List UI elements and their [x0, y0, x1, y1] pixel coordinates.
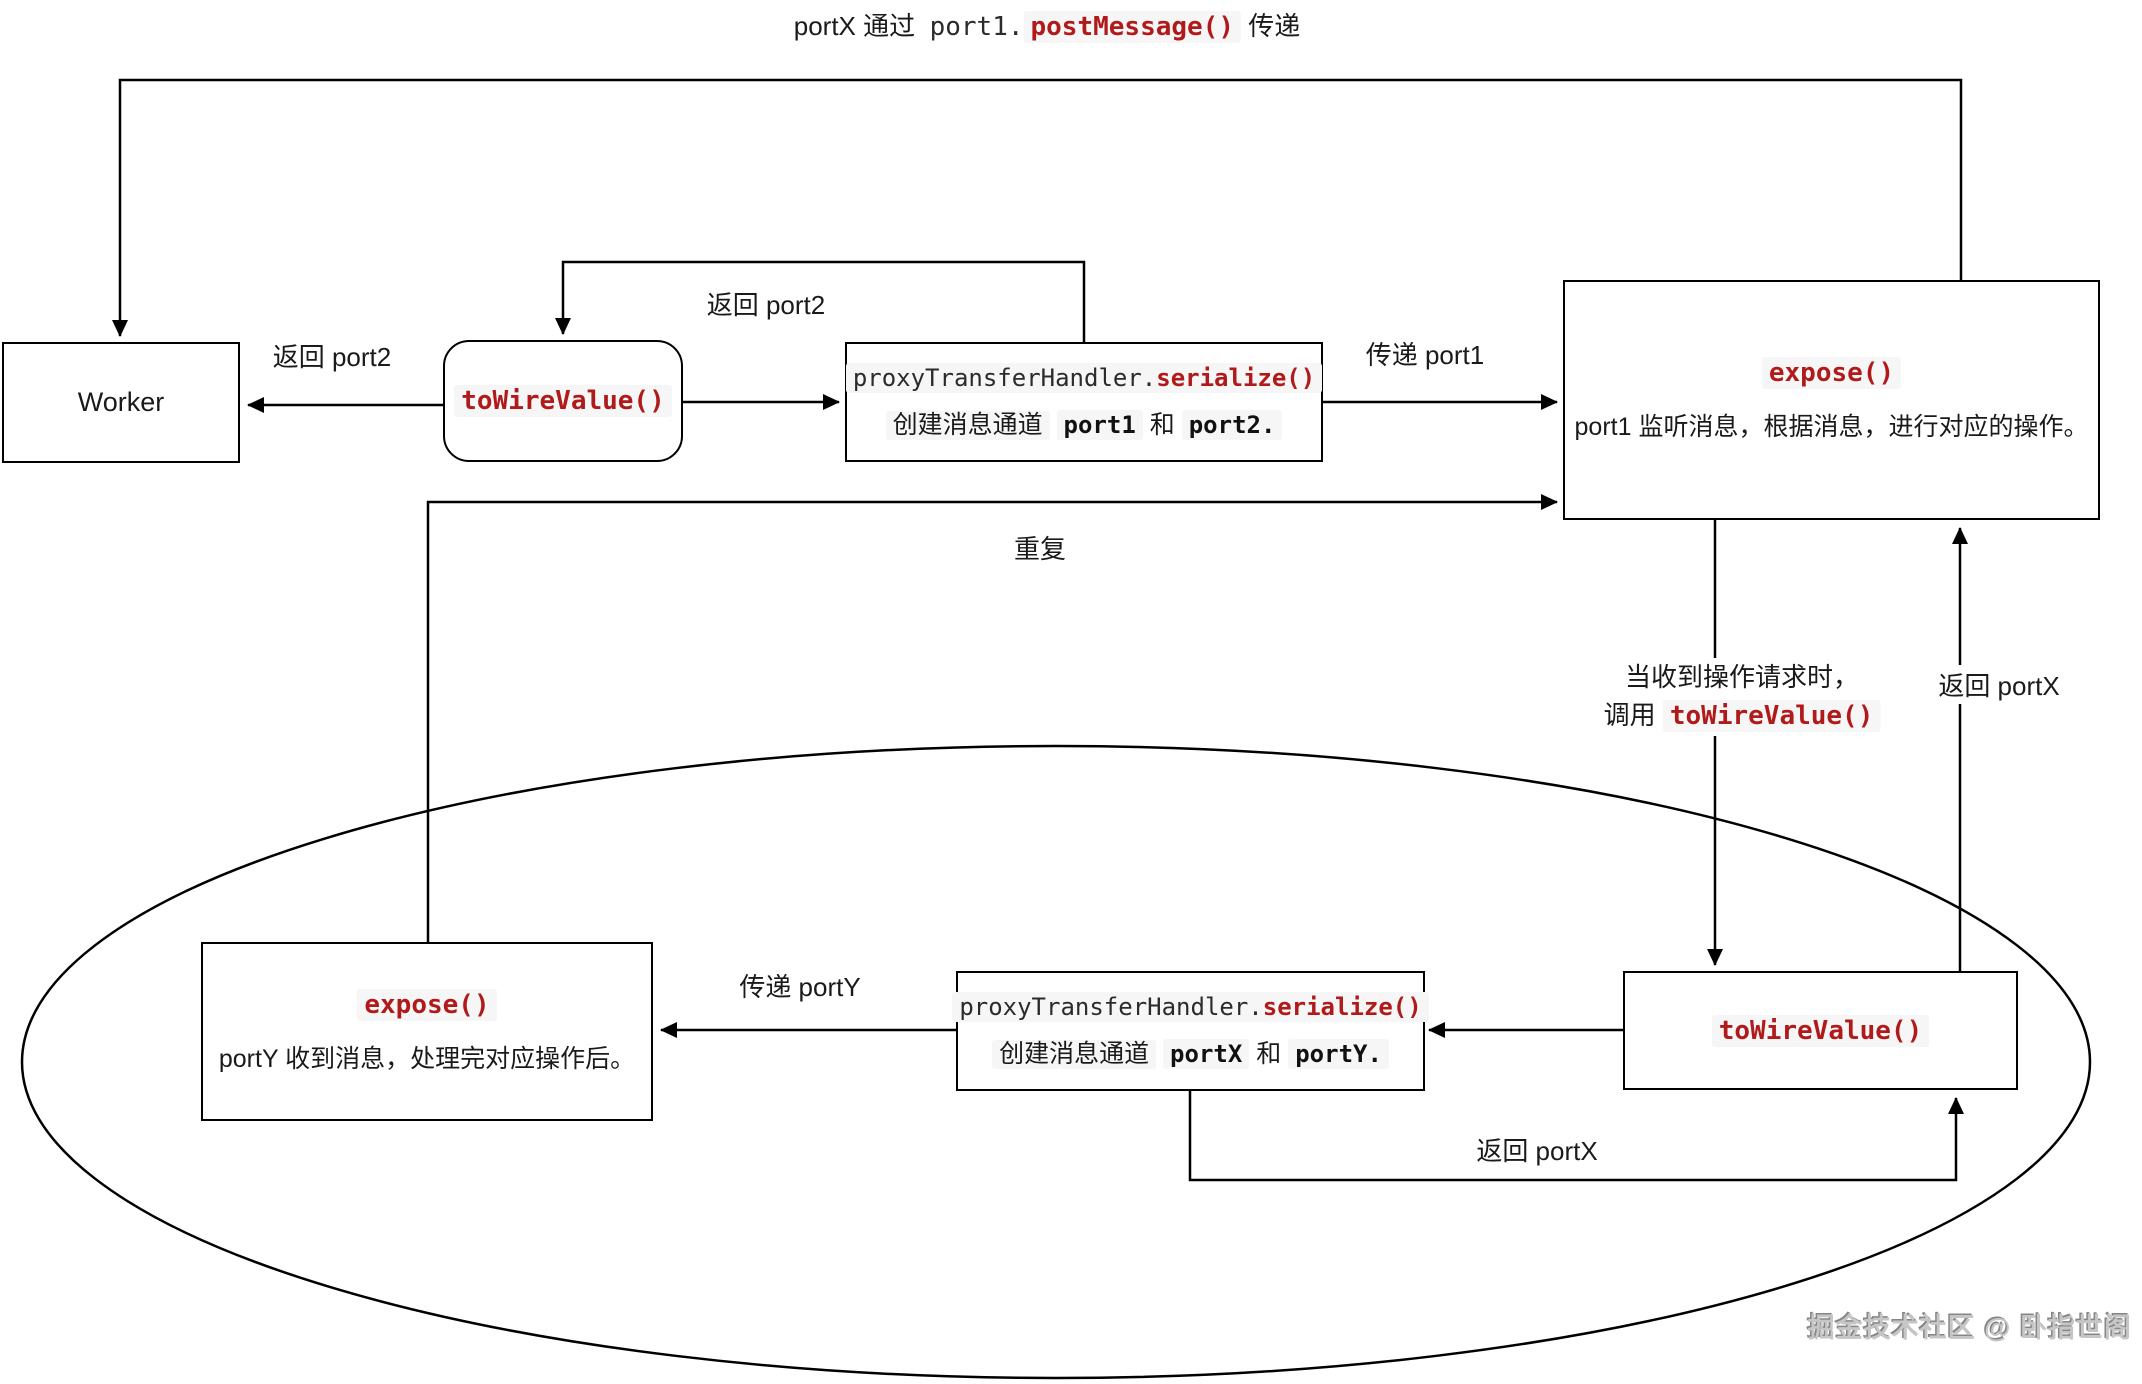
serialize-bottom-node: proxyTransferHandler.serialize() 创建消息通道 …: [952, 971, 1429, 1091]
serialize-top-title-red: serialize(): [1156, 364, 1316, 392]
expose-bottom-title: expose(): [357, 988, 497, 1021]
postmessage-flow-label: portX 通过 port1.postMessage() 传递: [785, 5, 1309, 44]
label-return-portx-bottom: 返回 portX: [1468, 1130, 1606, 1169]
label-return-port2-to-worker: 返回 port2: [264, 336, 400, 375]
serialize-top-conjunction: 和: [1149, 412, 1175, 439]
serialize-top-desc: 创建消息通道 port1 和 port2.: [885, 405, 1283, 441]
serialize-top-title-plain: proxyTransferHandler.: [852, 364, 1157, 392]
worker-node: Worker: [2, 342, 240, 463]
connector-return-port2-loop: [555, 260, 1086, 342]
serialize-bottom-conjunction: 和: [1256, 1041, 1282, 1068]
flow-label-prefix: portX 通过: [793, 11, 916, 41]
label-pass-port1: 传递 port1: [1357, 334, 1493, 373]
towirevalue-top-node: toWireValue(): [443, 340, 683, 462]
label-on-operation-request: 当收到操作请求时， 调用 toWireValue(): [1595, 658, 1889, 737]
serialize-top-node: proxyTransferHandler.serialize() 创建消息通道 …: [845, 342, 1323, 462]
towirevalue-top-title: toWireValue(): [454, 385, 672, 417]
expose-bottom-node: expose() portY 收到消息，处理完对应操作后。: [201, 942, 653, 1121]
serialize-top-title: proxyTransferHandler.serialize(): [845, 363, 1323, 393]
on-request-line1: 当收到操作请求时，: [1624, 662, 1859, 692]
serialize-bottom-desc: 创建消息通道 portX 和 portY.: [992, 1034, 1389, 1070]
serialize-bottom-port-a: portX: [1163, 1039, 1250, 1069]
connector-return-portx-bottom: [1188, 1091, 1964, 1182]
label-return-portx-right: 返回 portX: [1930, 665, 2068, 704]
serialize-top-port-b: port2.: [1181, 410, 1283, 440]
towirevalue-bottom-title: toWireValue(): [1711, 1014, 1930, 1047]
towirevalue-bottom-node: toWireValue(): [1623, 971, 2018, 1090]
connector-repeat: [426, 494, 1558, 942]
worker-scope-ellipse: [20, 744, 2092, 1380]
serialize-bottom-title: proxyTransferHandler.serialize(): [952, 992, 1429, 1022]
on-request-line2: 调用 toWireValue(): [1604, 697, 1881, 736]
serialize-bottom-title-red: serialize(): [1262, 993, 1422, 1021]
serialize-bottom-desc-prefix: 创建消息通道: [992, 1040, 1157, 1069]
expose-bottom-desc: portY 收到消息，处理完对应操作后。: [218, 1044, 636, 1073]
juejin-watermark: 掘金技术社区 @ 卧指世阁: [1807, 1313, 2132, 1343]
worker-label: Worker: [77, 387, 165, 417]
serialize-bottom-title-plain: proxyTransferHandler.: [959, 993, 1263, 1021]
label-return-port2-loop: 返回 port2: [698, 284, 834, 323]
on-request-towirevalue-code: toWireValue(): [1662, 699, 1881, 732]
flow-label-suffix: 传递: [1248, 12, 1301, 41]
expose-top-desc: port1 监听消息，根据消息，进行对应的操作。: [1574, 413, 2089, 441]
postmessage-code: postMessage(): [1023, 11, 1241, 43]
serialize-top-port-a: port1: [1056, 410, 1143, 440]
expose-top-title: expose(): [1761, 357, 1902, 389]
expose-top-node: expose() port1 监听消息，根据消息，进行对应的操作。: [1563, 280, 2100, 520]
serialize-bottom-port-b: portY.: [1288, 1039, 1389, 1069]
label-repeat: 重复: [1005, 528, 1075, 567]
label-pass-porty: 传递 portY: [731, 966, 869, 1005]
serialize-top-desc-prefix: 创建消息通道: [885, 411, 1050, 440]
connector-postmessage-loop: [112, 78, 1963, 337]
on-request-prefix: 调用: [1603, 699, 1656, 730]
port1-code: port1.: [929, 12, 1024, 42]
